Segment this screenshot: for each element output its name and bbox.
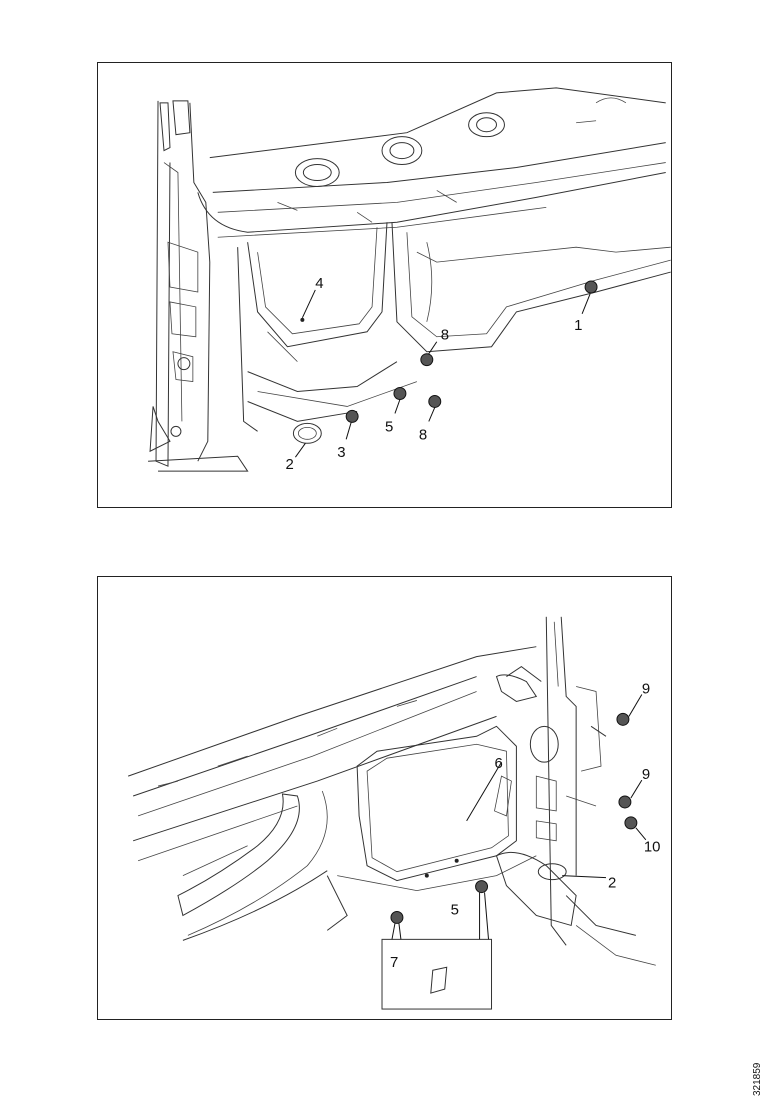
- callout-9a: 9: [642, 680, 650, 697]
- fasteners: [292, 280, 598, 444]
- top-view-drawing: 1 2 3 4 5 8 8: [148, 87, 671, 473]
- side-rail: [127, 646, 537, 862]
- fasteners: [390, 712, 638, 924]
- fastener-5: [393, 387, 407, 400]
- inset-tag: [430, 966, 448, 994]
- leader-lines: [391, 694, 647, 940]
- callout-6: 6: [495, 755, 503, 772]
- callout-1: 1: [574, 317, 582, 334]
- fastener-3: [345, 409, 359, 423]
- fastener-7: [390, 910, 404, 924]
- callout-10: 10: [644, 839, 661, 856]
- callout-8b: 8: [419, 426, 427, 443]
- reference-code-text: 321859: [752, 1062, 763, 1096]
- callout-4: 4: [315, 275, 323, 292]
- roof-rail: [197, 87, 666, 238]
- callout-9b: 9: [642, 766, 650, 783]
- fastener-9a: [616, 712, 630, 726]
- fastener-8a: [420, 353, 434, 367]
- pillar-structure: [495, 616, 656, 966]
- callout-2: 2: [608, 875, 616, 892]
- top-view-panel: 1 2 3 4 5 8 8: [97, 62, 672, 508]
- figure-reference-code: 321859: [752, 1050, 774, 1096]
- callout-labels: 1 2 3 4 5 8 8: [285, 275, 582, 473]
- fastener-5: [475, 880, 489, 894]
- callout-5: 5: [451, 901, 459, 918]
- detail-inset: [381, 938, 493, 1010]
- fastener-10: [624, 816, 638, 830]
- pillar-structure: [148, 100, 249, 472]
- grommet-2: [292, 422, 322, 444]
- inset-box: [381, 938, 493, 1010]
- leader-lines: [294, 289, 591, 458]
- grommet-2: [537, 863, 567, 881]
- bottom-view-panel: 2 5 6 7 9 9 10: [97, 576, 672, 1020]
- fastener-1: [584, 280, 598, 294]
- inner-panel: [326, 725, 537, 931]
- wheelhouse-arch: [177, 790, 328, 941]
- fastener-8b: [428, 395, 442, 408]
- bottom-view-drawing: 2 5 6 7 9 9 10: [127, 616, 660, 1010]
- callout-7: 7: [390, 954, 398, 971]
- fastener-9b: [618, 795, 632, 809]
- callout-5: 5: [385, 418, 393, 435]
- callout-labels: 2 5 6 7 9 9 10: [390, 680, 660, 971]
- callout-3: 3: [337, 444, 345, 461]
- callout-2: 2: [285, 456, 293, 473]
- door-frame: [237, 222, 671, 432]
- callout-8a: 8: [441, 327, 449, 344]
